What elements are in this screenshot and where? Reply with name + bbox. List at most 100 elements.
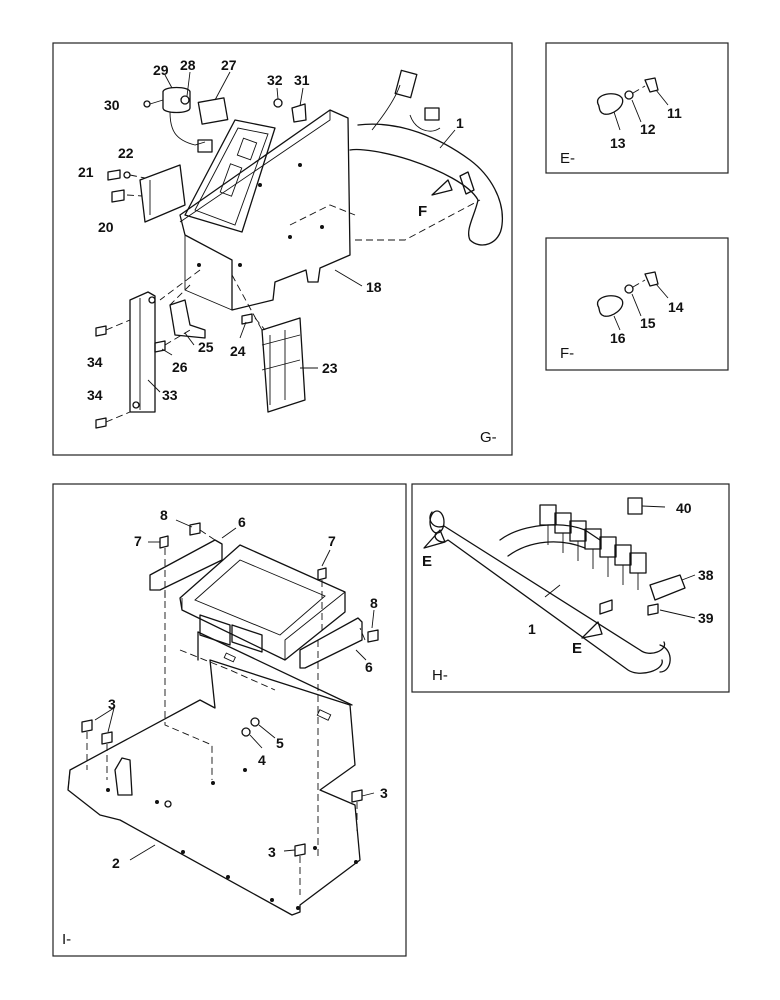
bolt-3d <box>294 843 306 857</box>
callout-13: 13 <box>610 135 626 151</box>
callout-7b: 7 <box>328 533 336 549</box>
callout-11: 11 <box>667 105 682 121</box>
callout-g-1: 1 <box>456 115 464 131</box>
tab <box>114 757 133 796</box>
panel-g-drawing: F <box>95 69 504 429</box>
callout-29: 29 <box>153 62 169 78</box>
callout-24: 24 <box>230 343 246 359</box>
panel-e-label: E- <box>560 150 575 167</box>
relay-27 <box>197 97 229 125</box>
clamp-14 <box>644 271 659 287</box>
callout-20: 20 <box>98 219 114 235</box>
bracket-6a <box>149 539 223 591</box>
bolt-32 <box>273 98 283 108</box>
bracket-6b <box>299 617 363 669</box>
relay-29 <box>162 86 191 114</box>
bolt-8a <box>189 522 201 536</box>
panel-h-label: H- <box>432 667 448 684</box>
bracket-18 <box>179 109 351 311</box>
callout-30: 30 <box>104 97 120 113</box>
panel-e-drawing <box>596 77 669 131</box>
callout-28: 28 <box>180 57 196 73</box>
arrow-e1-icon <box>423 529 446 549</box>
panel-i-frame <box>52 483 407 957</box>
controller-27 <box>184 119 276 233</box>
harness-1 <box>349 123 504 246</box>
arrow-e2-icon <box>581 621 603 639</box>
callout-38: 38 <box>698 567 714 583</box>
bolt-26 <box>154 340 166 353</box>
bracket-31 <box>291 103 307 123</box>
callout-18: 18 <box>366 279 382 295</box>
callout-22: 22 <box>118 145 134 161</box>
callout-39: 39 <box>698 610 714 626</box>
bolt-7b <box>317 567 327 581</box>
callout-27: 27 <box>221 57 237 73</box>
base-plate-2 <box>67 659 361 916</box>
panel-f-frame <box>545 237 729 371</box>
callout-25: 25 <box>198 339 214 355</box>
callout-26: 26 <box>172 359 188 375</box>
panel-h-frame <box>411 483 730 693</box>
clamp-h <box>599 599 613 615</box>
callout-15: 15 <box>640 315 656 331</box>
relay-bank <box>539 504 647 590</box>
callout-40: 40 <box>676 500 692 516</box>
panel-h-drawing <box>423 497 696 674</box>
panel-f-drawing <box>596 271 669 331</box>
clip-15 <box>624 284 634 294</box>
callout-8a: 8 <box>160 507 168 523</box>
panel-g-leaders <box>147 71 456 393</box>
screw-28 <box>180 95 190 105</box>
arrow-f-label: F <box>418 203 427 220</box>
bolt-20 <box>111 189 125 203</box>
washer-5 <box>250 717 260 727</box>
callout-23: 23 <box>322 360 338 376</box>
nut-4 <box>241 727 251 737</box>
bracket-25 <box>169 299 206 339</box>
callout-3c: 3 <box>268 844 276 860</box>
callout-14: 14 <box>668 299 684 315</box>
arrow-f-icon <box>431 179 453 196</box>
connector-i1 <box>199 614 231 646</box>
bolt-21 <box>107 169 121 181</box>
callout-8b: 8 <box>370 595 378 611</box>
panel-i-label: I- <box>62 931 71 948</box>
bolt-24 <box>241 313 253 325</box>
callout-33: 33 <box>162 387 178 403</box>
bolt-39 <box>647 603 659 616</box>
callout-6b: 6 <box>365 659 373 675</box>
panel-g-label: G- <box>480 429 497 446</box>
harness-h-lower <box>434 531 663 674</box>
callout-h-1: 1 <box>528 621 536 637</box>
bolt-3c <box>351 789 363 803</box>
nut-30 <box>143 100 151 108</box>
side-plate <box>139 164 186 223</box>
clamp-11 <box>644 77 659 93</box>
connector-i2 <box>231 624 263 653</box>
tie-13 <box>596 93 624 115</box>
callout-31: 31 <box>294 72 310 88</box>
bolt-3b <box>101 731 113 745</box>
callout-21: 21 <box>78 164 94 180</box>
callout-3b: 3 <box>380 785 388 801</box>
clamp-f <box>459 171 475 195</box>
callout-16: 16 <box>610 330 626 346</box>
bolt-34a <box>95 325 107 337</box>
bracket-33 <box>129 291 156 413</box>
callout-6a: 6 <box>238 514 246 530</box>
callout-34b: 34 <box>87 387 103 403</box>
harness-end <box>429 510 445 534</box>
callout-4: 4 <box>258 752 266 768</box>
harness-h-upper <box>429 511 666 654</box>
connector <box>394 69 418 99</box>
panel-e-frame <box>545 42 729 174</box>
relay-40 <box>627 497 643 515</box>
callout-3a: 3 <box>108 696 116 712</box>
bolt-3a <box>81 719 93 733</box>
panel-f-label: F- <box>560 345 574 362</box>
bolt-34b <box>95 417 107 429</box>
callout-34a: 34 <box>87 354 103 370</box>
washer-22 <box>123 171 131 179</box>
